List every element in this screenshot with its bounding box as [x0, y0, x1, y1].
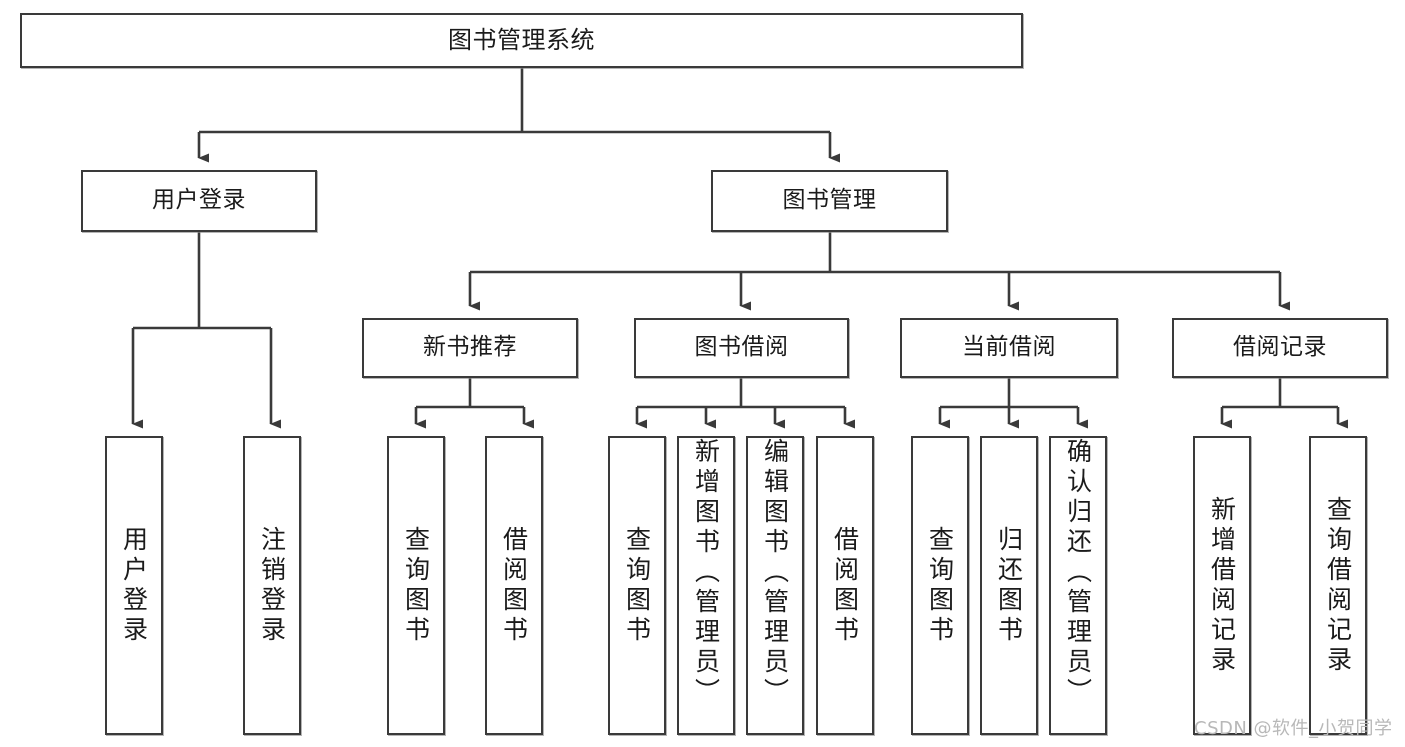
node-label: 借阅图书: [499, 525, 529, 646]
node-label: 当前借阅: [962, 334, 1056, 361]
node-label: 查询图书: [622, 525, 652, 646]
leaf-current-borrow-return[interactable]: 归还图书: [980, 436, 1038, 735]
node-book-borrow[interactable]: 图书借阅: [634, 318, 849, 378]
node-new-book-recommend[interactable]: 新书推荐: [362, 318, 578, 378]
node-label: 确认归还（管理员）: [1063, 438, 1093, 708]
node-label: 查询图书: [925, 525, 955, 646]
leaf-book-borrow-add[interactable]: 新增图书（管理员）: [677, 436, 735, 735]
node-label: 图书管理系统: [448, 26, 595, 55]
node-label: 用户登录: [119, 525, 149, 646]
leaf-book-borrow-borrow[interactable]: 借阅图书: [816, 436, 874, 735]
node-user-login[interactable]: 用户登录: [81, 170, 317, 232]
leaf-book-borrow-query[interactable]: 查询图书: [608, 436, 666, 735]
node-label: 新增图书（管理员）: [691, 438, 721, 708]
leaf-new-book-query[interactable]: 查询图书: [387, 436, 445, 735]
node-label: 新增借阅记录: [1207, 495, 1237, 676]
leaf-current-borrow-query[interactable]: 查询图书: [911, 436, 969, 735]
leaf-borrow-record-query[interactable]: 查询借阅记录: [1309, 436, 1367, 735]
leaf-borrow-record-add[interactable]: 新增借阅记录: [1193, 436, 1251, 735]
node-root-system[interactable]: 图书管理系统: [20, 13, 1023, 68]
node-label: 查询图书: [401, 525, 431, 646]
node-borrow-record[interactable]: 借阅记录: [1172, 318, 1388, 378]
node-book-management[interactable]: 图书管理: [711, 170, 948, 232]
node-label: 新书推荐: [423, 334, 517, 361]
node-label: 借阅记录: [1233, 334, 1327, 361]
node-label: 借阅图书: [830, 525, 860, 646]
leaf-user-login-logout[interactable]: 注销登录: [243, 436, 301, 735]
node-label: 图书借阅: [694, 334, 789, 361]
leaf-user-login-login[interactable]: 用户登录: [105, 436, 163, 735]
leaf-current-borrow-confirm-return[interactable]: 确认归还（管理员）: [1049, 436, 1107, 735]
node-label: 图书管理: [782, 187, 877, 214]
node-current-borrow[interactable]: 当前借阅: [900, 318, 1118, 378]
node-label: 查询借阅记录: [1323, 495, 1353, 676]
node-label: 归还图书: [994, 525, 1024, 646]
node-label: 用户登录: [152, 187, 246, 214]
leaf-new-book-borrow[interactable]: 借阅图书: [485, 436, 543, 735]
watermark: CSDN @软件_小贺同学: [1194, 718, 1393, 739]
leaf-book-borrow-edit[interactable]: 编辑图书（管理员）: [746, 436, 804, 735]
node-label: 编辑图书（管理员）: [760, 438, 790, 708]
node-label: 注销登录: [257, 525, 287, 646]
